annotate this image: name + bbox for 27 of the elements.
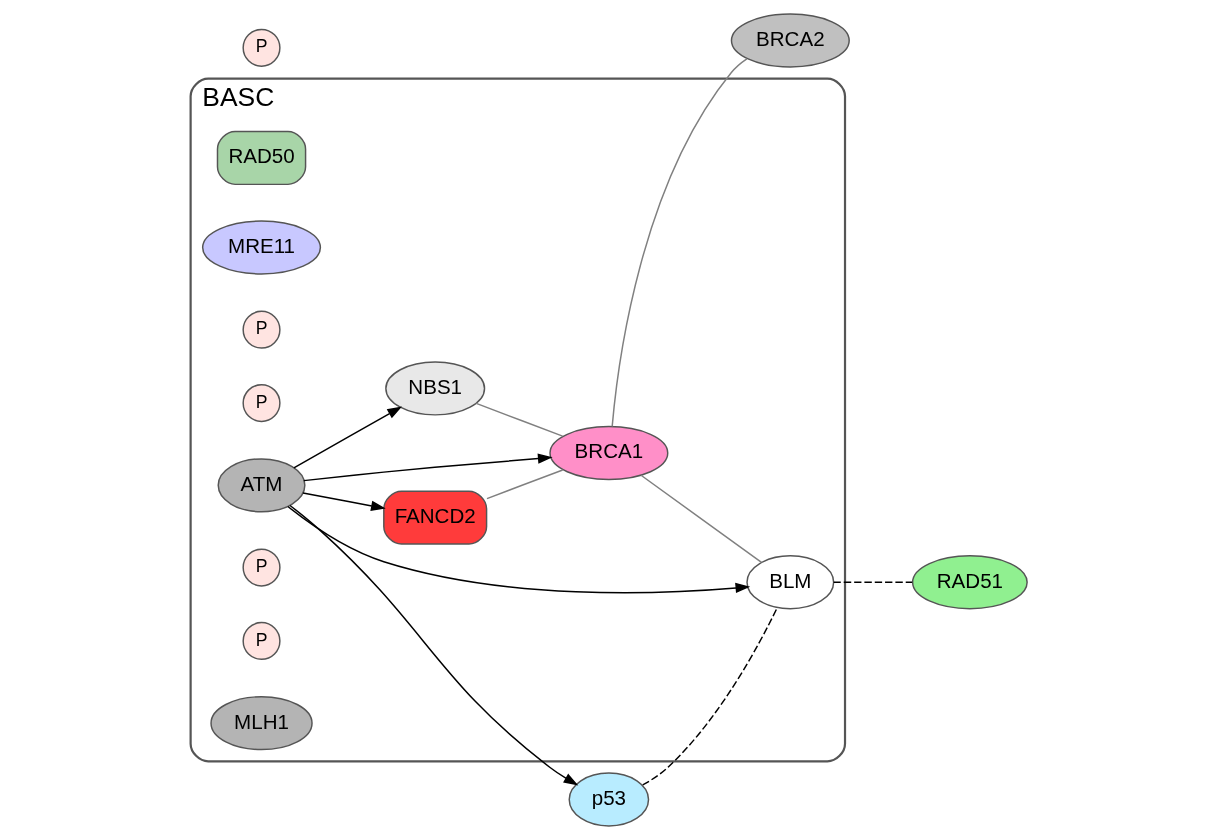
node-ellipse: BLM bbox=[745, 555, 834, 610]
arrow bbox=[292, 406, 402, 469]
node-circle: P bbox=[241, 28, 281, 67]
arrow bbox=[301, 492, 386, 511]
connector bbox=[610, 58, 748, 428]
connector bbox=[641, 607, 778, 786]
node-ellipse: p53 bbox=[568, 772, 649, 827]
node-circle: P bbox=[241, 310, 281, 349]
node-box: RAD50 bbox=[216, 130, 306, 186]
node-circle: P bbox=[241, 548, 281, 587]
connector bbox=[639, 474, 762, 564]
node-box: FANCD2 bbox=[382, 490, 487, 545]
arrow bbox=[302, 453, 553, 482]
node-ellipse: BRCA2 bbox=[730, 13, 850, 68]
arrow bbox=[286, 505, 750, 594]
arrow bbox=[288, 504, 578, 786]
node-ellipse: NBS1 bbox=[384, 361, 485, 416]
node-circle: P bbox=[241, 384, 281, 423]
node-circle: P bbox=[241, 621, 281, 661]
connector bbox=[485, 469, 563, 500]
node-ellipse: MRE11 bbox=[201, 220, 321, 275]
node-ellipse: BRCA1 bbox=[548, 425, 668, 481]
node-ellipse: MLH1 bbox=[209, 696, 313, 751]
connector bbox=[832, 581, 913, 583]
connector bbox=[475, 402, 563, 437]
node-ellipse: RAD51 bbox=[911, 555, 1028, 610]
node-ellipse: ATM bbox=[217, 458, 306, 513]
